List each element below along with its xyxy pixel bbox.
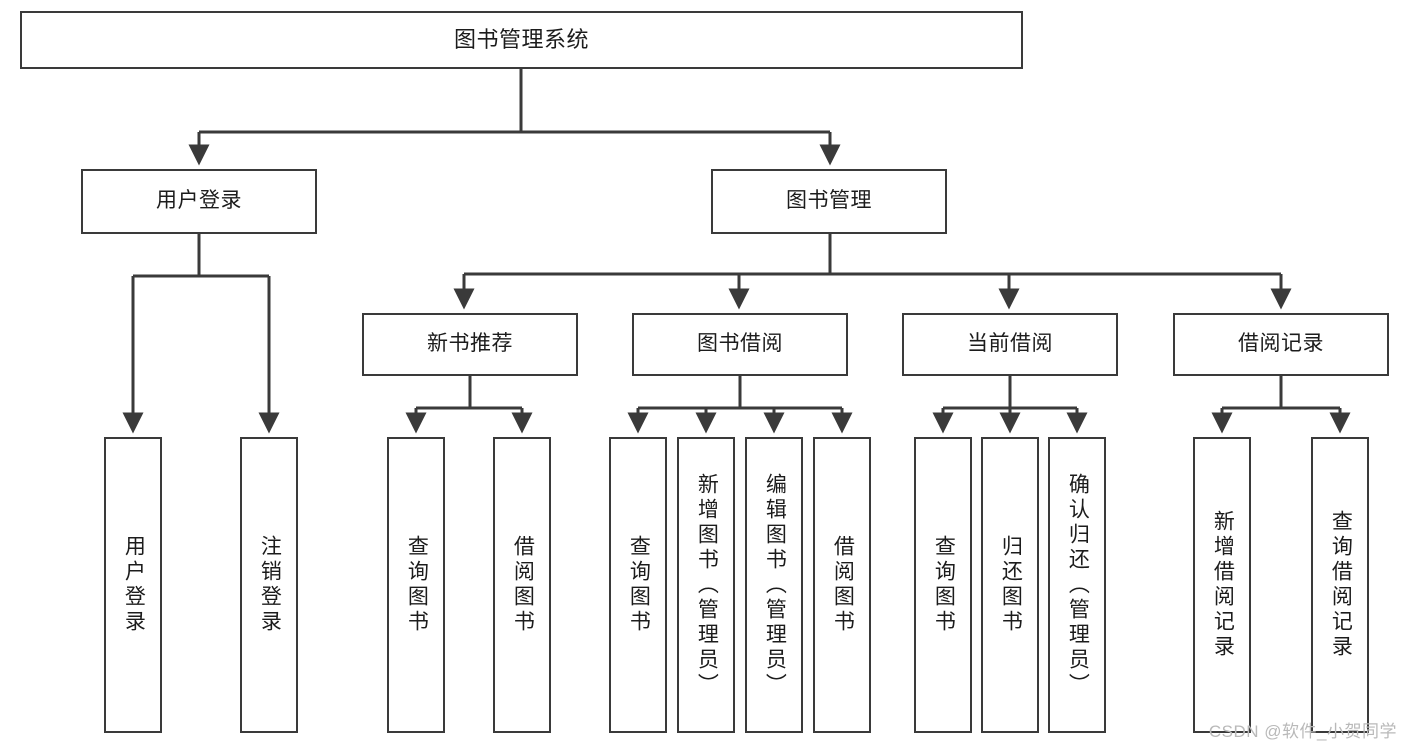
leaf-logout-login[interactable]: 注销登录 [240, 437, 298, 733]
leaf-query-book-2[interactable]: 查询图书 [609, 437, 667, 733]
leaf-borrow-book-2[interactable]: 借阅图书 [813, 437, 871, 733]
leaf-query-record-label: 查询借阅记录 [1329, 510, 1353, 660]
leaf-add-book-label: 新增图书（管理员） [695, 472, 719, 698]
leaf-edit-book-label: 编辑图书（管理员） [763, 472, 787, 698]
node-current-borrow[interactable]: 当前借阅 [902, 313, 1118, 376]
node-current-borrow-label: 当前借阅 [967, 332, 1053, 356]
leaf-return-book-label: 归还图书 [999, 535, 1023, 635]
leaf-user-login-label: 用户登录 [122, 535, 146, 635]
leaf-logout-login-label: 注销登录 [258, 535, 282, 635]
leaf-query-book-2-label: 查询图书 [627, 535, 651, 635]
node-user-login[interactable]: 用户登录 [81, 169, 317, 234]
leaf-user-login[interactable]: 用户登录 [104, 437, 162, 733]
node-book-management[interactable]: 图书管理 [711, 169, 947, 234]
csdn-watermark: CSDN @软件_小贺同学 [1208, 722, 1397, 741]
leaf-borrow-book-1[interactable]: 借阅图书 [493, 437, 551, 733]
leaf-confirm-return-label: 确认归还（管理员） [1066, 472, 1090, 698]
leaf-add-record-label: 新增借阅记录 [1211, 510, 1235, 660]
node-book-management-label: 图书管理 [786, 189, 872, 213]
leaf-query-book-3-label: 查询图书 [932, 535, 956, 635]
leaf-add-book[interactable]: 新增图书（管理员） [677, 437, 735, 733]
leaf-query-record[interactable]: 查询借阅记录 [1311, 437, 1369, 733]
leaf-edit-book[interactable]: 编辑图书（管理员） [745, 437, 803, 733]
leaf-add-record[interactable]: 新增借阅记录 [1193, 437, 1251, 733]
leaf-confirm-return[interactable]: 确认归还（管理员） [1048, 437, 1106, 733]
node-user-login-label: 用户登录 [156, 189, 242, 213]
node-new-book-recommend-label: 新书推荐 [427, 332, 513, 356]
node-new-book-recommend[interactable]: 新书推荐 [362, 313, 578, 376]
leaf-borrow-book-1-label: 借阅图书 [511, 535, 535, 635]
leaf-borrow-book-2-label: 借阅图书 [831, 535, 855, 635]
node-borrow-record-label: 借阅记录 [1238, 332, 1324, 356]
node-root[interactable]: 图书管理系统 [20, 11, 1023, 69]
node-book-borrow-label: 图书借阅 [697, 332, 783, 356]
leaf-return-book[interactable]: 归还图书 [981, 437, 1039, 733]
node-book-borrow[interactable]: 图书借阅 [632, 313, 848, 376]
node-borrow-record[interactable]: 借阅记录 [1173, 313, 1389, 376]
node-root-label: 图书管理系统 [453, 27, 589, 53]
leaf-query-book-1[interactable]: 查询图书 [387, 437, 445, 733]
leaf-query-book-1-label: 查询图书 [405, 535, 429, 635]
leaf-query-book-3[interactable]: 查询图书 [914, 437, 972, 733]
